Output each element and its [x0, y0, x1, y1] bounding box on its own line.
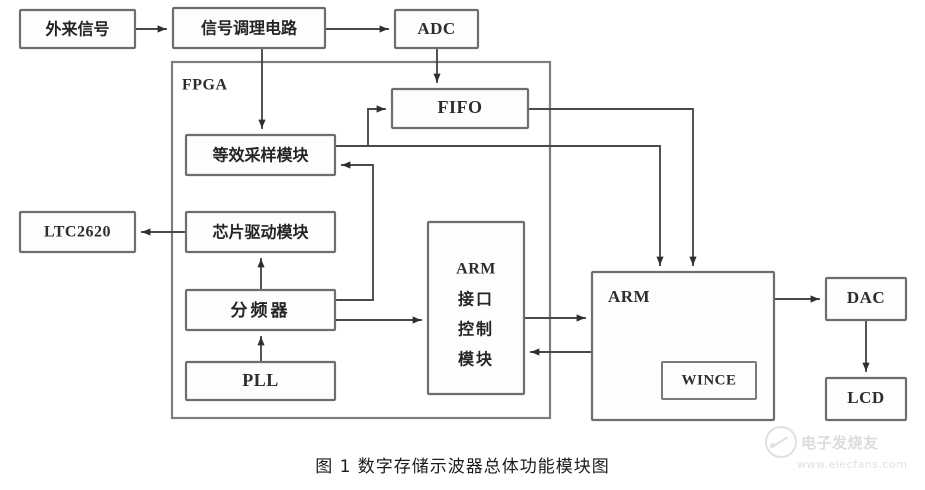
block-arm-interface-control-line-0: ARM — [456, 261, 496, 278]
block-equivalent-sampling[interactable] — [184, 133, 337, 177]
block-chip-driver[interactable] — [184, 210, 337, 254]
block-chip-driver-label: 芯片驱动模块 — [212, 223, 309, 242]
block-dac[interactable] — [824, 276, 908, 322]
block-adc[interactable] — [393, 8, 480, 50]
fpga-label: FPGA — [182, 77, 228, 94]
block-external-signal[interactable] — [18, 8, 137, 50]
block-arm-interface-control-line-1: 接口 — [458, 290, 494, 309]
block-arm-interface-control-line-3: 模块 — [458, 350, 494, 369]
figure-caption: 图 1 数字存储示波器总体功能模块图 — [315, 457, 610, 477]
block-lcd[interactable] — [824, 376, 908, 422]
block-ltc2620-label: LTC2620 — [44, 224, 111, 241]
block-dac-label: DAC — [847, 288, 885, 307]
edge-divider-to-equivalent-sampling — [334, 161, 374, 301]
block-pll-label: PLL — [242, 370, 279, 390]
block-arm-interface-control[interactable] — [426, 220, 526, 396]
edge-fifo-to-arm — [527, 108, 697, 266]
block-signal-conditioning-label: 信号调理电路 — [201, 19, 298, 38]
block-arm-interface-control-line-2: 控制 — [458, 320, 494, 339]
block-arm-label: ARM — [608, 287, 650, 306]
block-wince-label: WINCE — [681, 372, 736, 388]
block-adc-label: ADC — [417, 19, 455, 38]
block-fifo-label: FIFO — [438, 97, 483, 117]
edge-equivalent-sampling-to-fifo — [334, 105, 386, 147]
block-wince[interactable] — [661, 361, 757, 400]
block-lcd-label: LCD — [847, 388, 884, 407]
fpga-container — [170, 60, 552, 420]
block-fifo[interactable] — [390, 87, 530, 130]
block-signal-conditioning[interactable] — [171, 6, 327, 50]
block-ltc2620[interactable] — [18, 210, 137, 254]
edge-equivalent-sampling-to-arm — [334, 145, 664, 266]
block-external-signal-label: 外来信号 — [44, 20, 109, 39]
block-frequency-divider[interactable] — [184, 288, 337, 332]
block-equivalent-sampling-label: 等效采样模块 — [211, 146, 309, 165]
block-pll[interactable] — [184, 360, 337, 402]
block-frequency-divider-label: 分频器 — [231, 300, 291, 321]
